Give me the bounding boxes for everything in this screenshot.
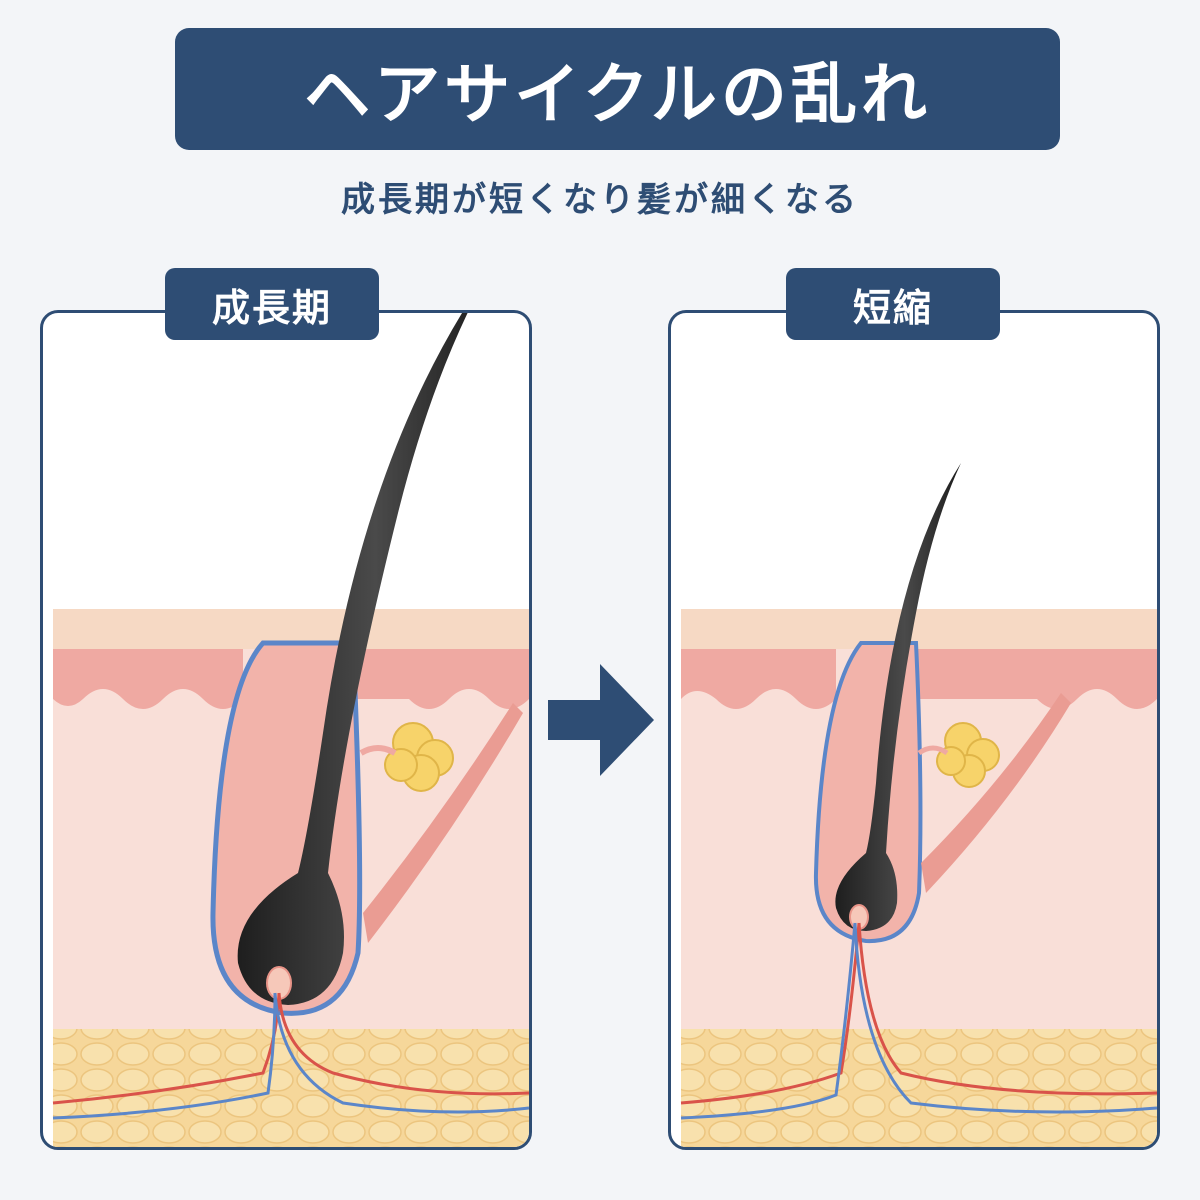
vein-vessel (853, 922, 1157, 1114)
growth-phase-illustration (52, 313, 529, 1147)
label-growth-phase: 成長期 (165, 268, 379, 340)
page-subtitle: 成長期が短くなり髪が細くなる (341, 180, 859, 220)
fat-layer (681, 1029, 1157, 1147)
epidermis-layer (53, 649, 529, 709)
panel-shortened-phase (668, 310, 1160, 1150)
panel-growth-phase (40, 310, 532, 1150)
artery-vessel (277, 992, 529, 1096)
artery-vessel (857, 922, 1157, 1096)
sebaceous-gland (359, 722, 454, 792)
sebaceous-gland (917, 722, 1000, 788)
page-title: ヘアサイクルの乱れ (304, 56, 931, 133)
artery-vessel (680, 922, 861, 1105)
skin-surface (681, 609, 1157, 649)
title-banner: ヘアサイクルの乱れ (175, 28, 1060, 150)
label-shortened-phase: 短縮 (786, 268, 1000, 340)
artery-vessel (52, 992, 281, 1105)
shortened-phase-illustration (680, 463, 1157, 1147)
arrow-right-icon (548, 664, 654, 776)
fat-layer (53, 1029, 529, 1147)
hair-shaft (237, 313, 468, 1005)
arrector-pili-muscle (921, 693, 1071, 893)
hair-shaft (835, 463, 961, 931)
vein-vessel (680, 922, 857, 1120)
vein-vessel (273, 992, 529, 1114)
vein-vessel (52, 992, 277, 1120)
arrector-pili-muscle (363, 703, 523, 943)
